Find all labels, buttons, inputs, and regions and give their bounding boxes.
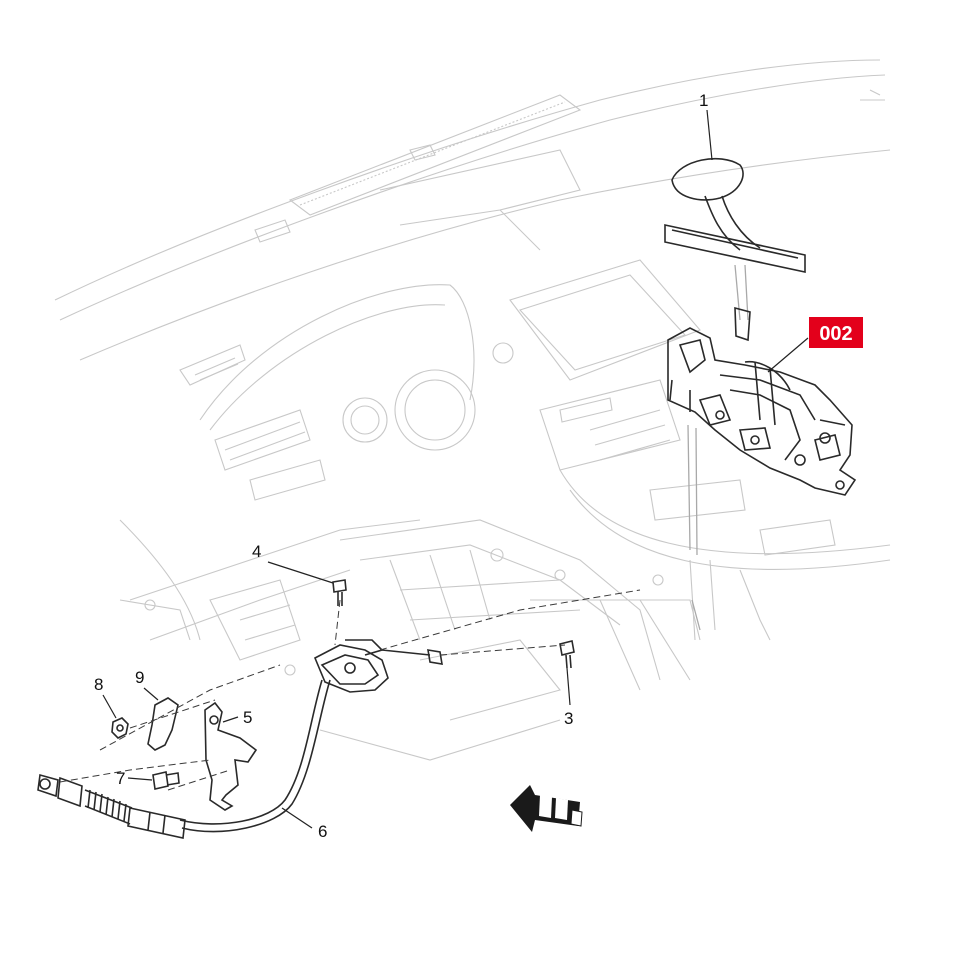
shifter-assembly [667,327,857,631]
shift-knob [664,157,806,342]
cable-end-assembly [37,773,186,839]
badge-background [809,317,863,348]
callout-7: 7 [116,769,125,788]
callout-6: 6 [318,822,327,841]
front-arrow-icon [510,785,583,832]
assembly-lines [59,589,641,791]
bolt-part-7 [152,771,180,790]
part-badge: 002 [809,317,863,348]
callout-9: 9 [135,668,144,687]
callout-1: 1 [699,91,708,110]
callout-5: 5 [243,708,252,727]
callout-leaders [102,109,809,829]
transmission-cable-bracket [179,639,443,833]
dashboard-background [54,59,891,761]
clip-part-9 [147,697,179,751]
bolt-part-3 [559,640,575,669]
callout-3: 3 [564,709,573,728]
bolt-part-4 [332,579,347,606]
bracket-part-5 [204,701,258,811]
nut-part-8 [111,717,129,739]
badge-text: 002 [819,323,852,345]
callout-8: 8 [94,675,103,694]
callout-4: 4 [252,542,261,561]
callout-labels: 1 3 4 5 6 7 8 9 [94,91,708,841]
